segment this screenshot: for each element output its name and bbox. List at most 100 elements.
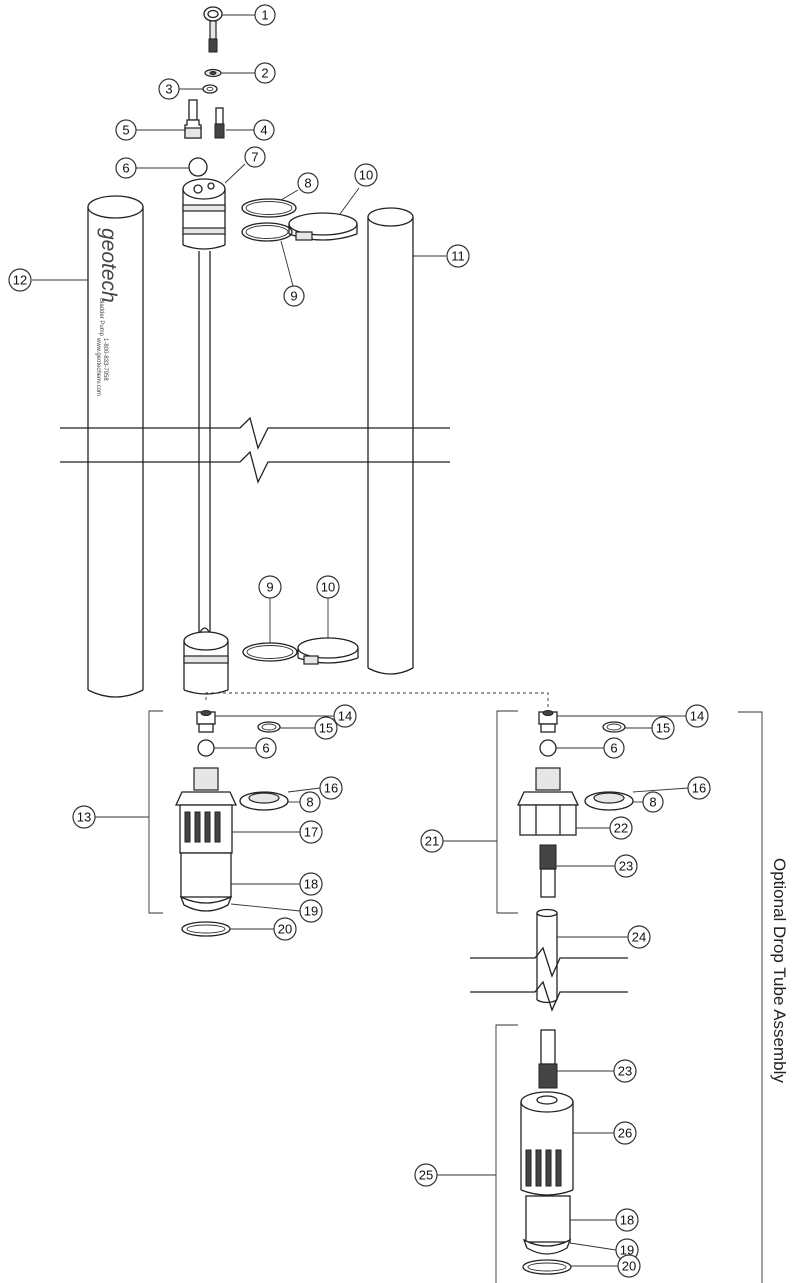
- svg-text:6: 6: [610, 741, 617, 756]
- callout-18-right: 18: [615, 1208, 639, 1232]
- svg-text:24: 24: [632, 930, 646, 945]
- part-clamp-10-top: [288, 212, 358, 241]
- callout-15-left: 15: [314, 716, 338, 740]
- callout-3: 3: [158, 78, 180, 100]
- svg-text:18: 18: [620, 1213, 634, 1228]
- part-barb-23-top: [539, 844, 557, 898]
- svg-text:12: 12: [13, 273, 27, 288]
- part-barb-23-bottom: [538, 1029, 558, 1089]
- svg-text:20: 20: [278, 922, 292, 937]
- part-oring-20-left: [181, 921, 231, 937]
- svg-text:16: 16: [324, 781, 338, 796]
- part-barb-fitting-4: [214, 107, 225, 139]
- part-barb-fitting-5: [184, 99, 202, 139]
- svg-text:14: 14: [690, 709, 704, 724]
- part-top-cap-7: [182, 178, 226, 250]
- part-drop-tube-24: [536, 908, 558, 1004]
- svg-text:8: 8: [304, 176, 311, 191]
- housing-brand-logo: geotech Bladder Pump 1-800-833-7958 www.…: [95, 228, 120, 396]
- callout-18-left: 18: [299, 872, 323, 896]
- inner-bladder-tube: [198, 251, 211, 634]
- callout-14-right: 14: [685, 704, 709, 728]
- part-washer-16-left: [239, 791, 289, 811]
- callout-6: 6: [115, 157, 137, 179]
- svg-text:13: 13: [77, 810, 91, 825]
- svg-text:Bladder Pump: Bladder Pump: [98, 298, 104, 337]
- svg-text:9: 9: [290, 289, 297, 304]
- bracket-21: [496, 710, 518, 914]
- svg-text:21: 21: [425, 834, 439, 849]
- svg-text:6: 6: [262, 741, 269, 756]
- callout-21: 21: [420, 829, 444, 853]
- svg-text:8: 8: [649, 795, 656, 810]
- svg-text:26: 26: [618, 1126, 632, 1141]
- part-check-seat-14-right: [538, 710, 558, 733]
- callout-15-right: 15: [651, 716, 675, 740]
- part-oring-9-bottom: [242, 642, 298, 662]
- pump-housing-left: [87, 195, 144, 698]
- svg-text:3: 3: [165, 82, 172, 97]
- part-ball-6-top: [188, 157, 208, 177]
- callout-5: 5: [115, 119, 137, 141]
- svg-text:17: 17: [304, 825, 318, 840]
- break-lines-top: [60, 416, 450, 484]
- leader-lines: [32, 14, 689, 1267]
- callout-7: 7: [244, 146, 266, 168]
- bracket-side: [738, 711, 763, 1283]
- callout-24: 24: [627, 925, 651, 949]
- callout-16-right: 16: [687, 776, 711, 800]
- callout-10: 10: [354, 163, 378, 187]
- part-washer-2: [204, 68, 222, 78]
- part-ball-6-right: [539, 739, 557, 757]
- svg-text:geotech: geotech: [97, 228, 120, 303]
- callout-4: 4: [253, 119, 275, 141]
- part-oring-20-right: [522, 1259, 572, 1275]
- part-housing-26: [520, 1091, 574, 1196]
- callout-6-left: 6: [255, 737, 277, 759]
- callout-20-left: 20: [273, 917, 297, 941]
- part-oring-8-top: [241, 198, 297, 218]
- callout-8: 8: [297, 172, 319, 194]
- dashed-connector: [205, 692, 549, 710]
- callout-13: 13: [72, 805, 96, 829]
- callout-16-left: 16: [319, 776, 343, 800]
- part-check-seat-14-left: [196, 710, 216, 733]
- svg-text:2: 2: [261, 66, 268, 81]
- part-screen-17-left: [174, 767, 238, 854]
- callout-25: 25: [414, 1163, 438, 1187]
- part-washer-16-right: [584, 791, 634, 811]
- svg-text:16: 16: [692, 781, 706, 796]
- bracket-25: [495, 1024, 518, 1283]
- callout-12: 12: [8, 268, 32, 292]
- part-weight-18-right: [522, 1195, 572, 1255]
- callout-26: 26: [613, 1121, 637, 1145]
- callout-23-top: 23: [614, 854, 638, 878]
- part-bottom-cap: [183, 627, 229, 695]
- bracket-13: [148, 710, 163, 914]
- callout-11: 11: [446, 244, 470, 268]
- callout-9: 9: [283, 285, 305, 307]
- svg-text:18: 18: [304, 877, 318, 892]
- svg-text:1-800-833-7958: 1-800-833-7958: [102, 338, 108, 381]
- callout-8-right: 8: [642, 791, 664, 813]
- svg-text:4: 4: [260, 123, 267, 138]
- part-ball-6-left: [197, 739, 215, 757]
- svg-text:8: 8: [306, 795, 313, 810]
- part-weight-18-left: [179, 852, 233, 912]
- svg-text:9: 9: [266, 580, 273, 595]
- svg-text:15: 15: [319, 721, 333, 736]
- pump-housing-right: [367, 207, 414, 675]
- svg-text:7: 7: [251, 150, 258, 165]
- callout-9-bottom: 9: [258, 575, 282, 599]
- svg-text:20: 20: [622, 1259, 636, 1274]
- svg-text:1: 1: [261, 8, 268, 23]
- svg-text:15: 15: [656, 721, 670, 736]
- svg-text:11: 11: [451, 249, 465, 264]
- svg-text:19: 19: [620, 1243, 634, 1258]
- optional-drop-tube-label: Optional Drop Tube Assembly: [770, 858, 789, 1083]
- part-clamp-10-bottom: [297, 637, 359, 665]
- callout-23-bottom: 23: [613, 1059, 637, 1083]
- part-oring-15-right: [602, 721, 626, 733]
- callout-22: 22: [609, 816, 633, 840]
